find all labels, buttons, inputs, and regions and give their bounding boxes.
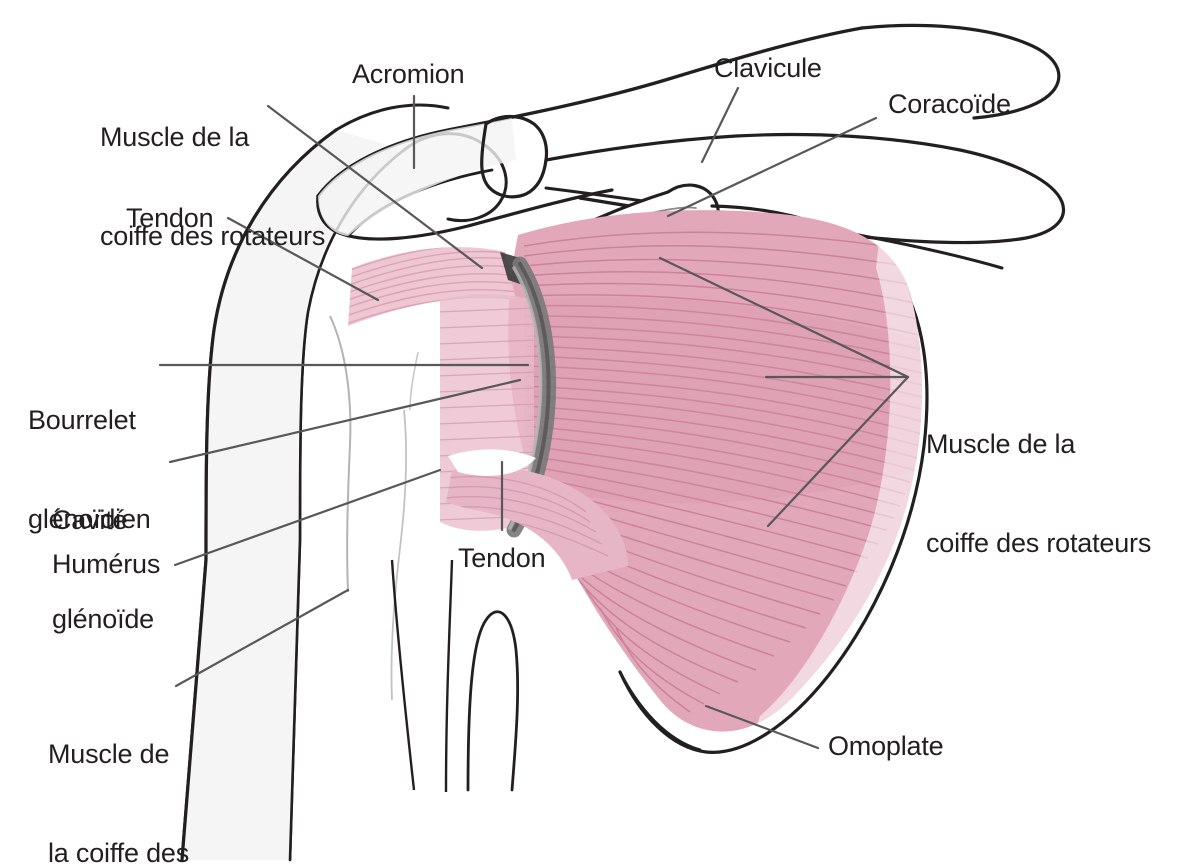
leader-humerus: [173, 468, 442, 567]
label-humerus: Humérus: [52, 549, 161, 579]
leader-muscle-top-left: [266, 104, 484, 270]
leader-muscle-right-fork: [658, 256, 910, 528]
label-muscle-coiffe-bottom-left: Muscle de la coiffe des rotateurs: [48, 672, 189, 865]
leader-omoplate: [704, 704, 820, 750]
label-line-2: glénoïde: [52, 603, 154, 634]
label-muscle-coiffe-top-left: Muscle de la coiffe des rotateurs: [100, 55, 325, 319]
label-omoplate: Omoplate: [828, 731, 944, 761]
leader-tendon-left: [226, 216, 380, 302]
label-line-1: Cavité: [52, 504, 128, 535]
label-clavicule: Clavicule: [714, 53, 822, 83]
leader-lines: [158, 86, 910, 750]
leader-clavicule: [700, 86, 740, 164]
label-line-2: coiffe des rotateurs: [926, 527, 1152, 558]
label-tendon-left: Tendon: [126, 203, 214, 233]
leader-cavite: [168, 378, 522, 464]
label-line-2: coiffe des rotateurs: [100, 220, 326, 251]
acromion-bone: [316, 26, 864, 241]
label-muscle-coiffe-right: Muscle de la coiffe des rotateurs: [926, 362, 1151, 626]
label-coracoide: Coracoïde: [888, 89, 1011, 119]
label-line-1: Muscle de: [48, 738, 170, 769]
label-line-2: la coiffe des: [48, 837, 189, 865]
label-bourrelet-glenoidien: Bourrelet glénoïdien: [28, 338, 151, 602]
label-line-1: Muscle de la: [926, 428, 1076, 459]
label-tendon-center: Tendon: [458, 543, 546, 573]
label-cavite-glenoide: Cavité glénoïde: [52, 438, 154, 702]
label-line-2: glénoïdien: [28, 503, 151, 534]
label-acromion: Acromion: [352, 59, 465, 89]
leader-coracoide: [666, 116, 878, 218]
humerus-bone: [180, 103, 520, 862]
label-line-1: Muscle de la: [100, 121, 250, 152]
label-line-1: Bourrelet: [28, 404, 136, 435]
leader-muscle-bottom-left: [174, 588, 350, 688]
cavite-glenoide-space: [448, 449, 536, 476]
